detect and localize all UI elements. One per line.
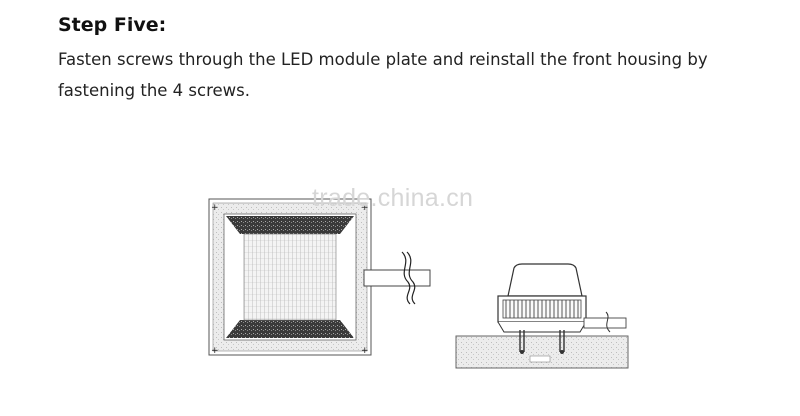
- step-heading: Step Five:: [58, 14, 167, 36]
- svg-text:+: +: [361, 203, 369, 213]
- svg-text:+: +: [361, 346, 369, 356]
- watermark-text: trade.china.cn: [312, 184, 474, 212]
- front-view-fixture: + + + +: [208, 198, 431, 356]
- svg-text:+: +: [211, 203, 219, 213]
- svg-text:+: +: [211, 346, 219, 356]
- step-instruction: Fasten screws through the LED module pla…: [58, 50, 708, 100]
- side-view-fixture: [455, 263, 629, 369]
